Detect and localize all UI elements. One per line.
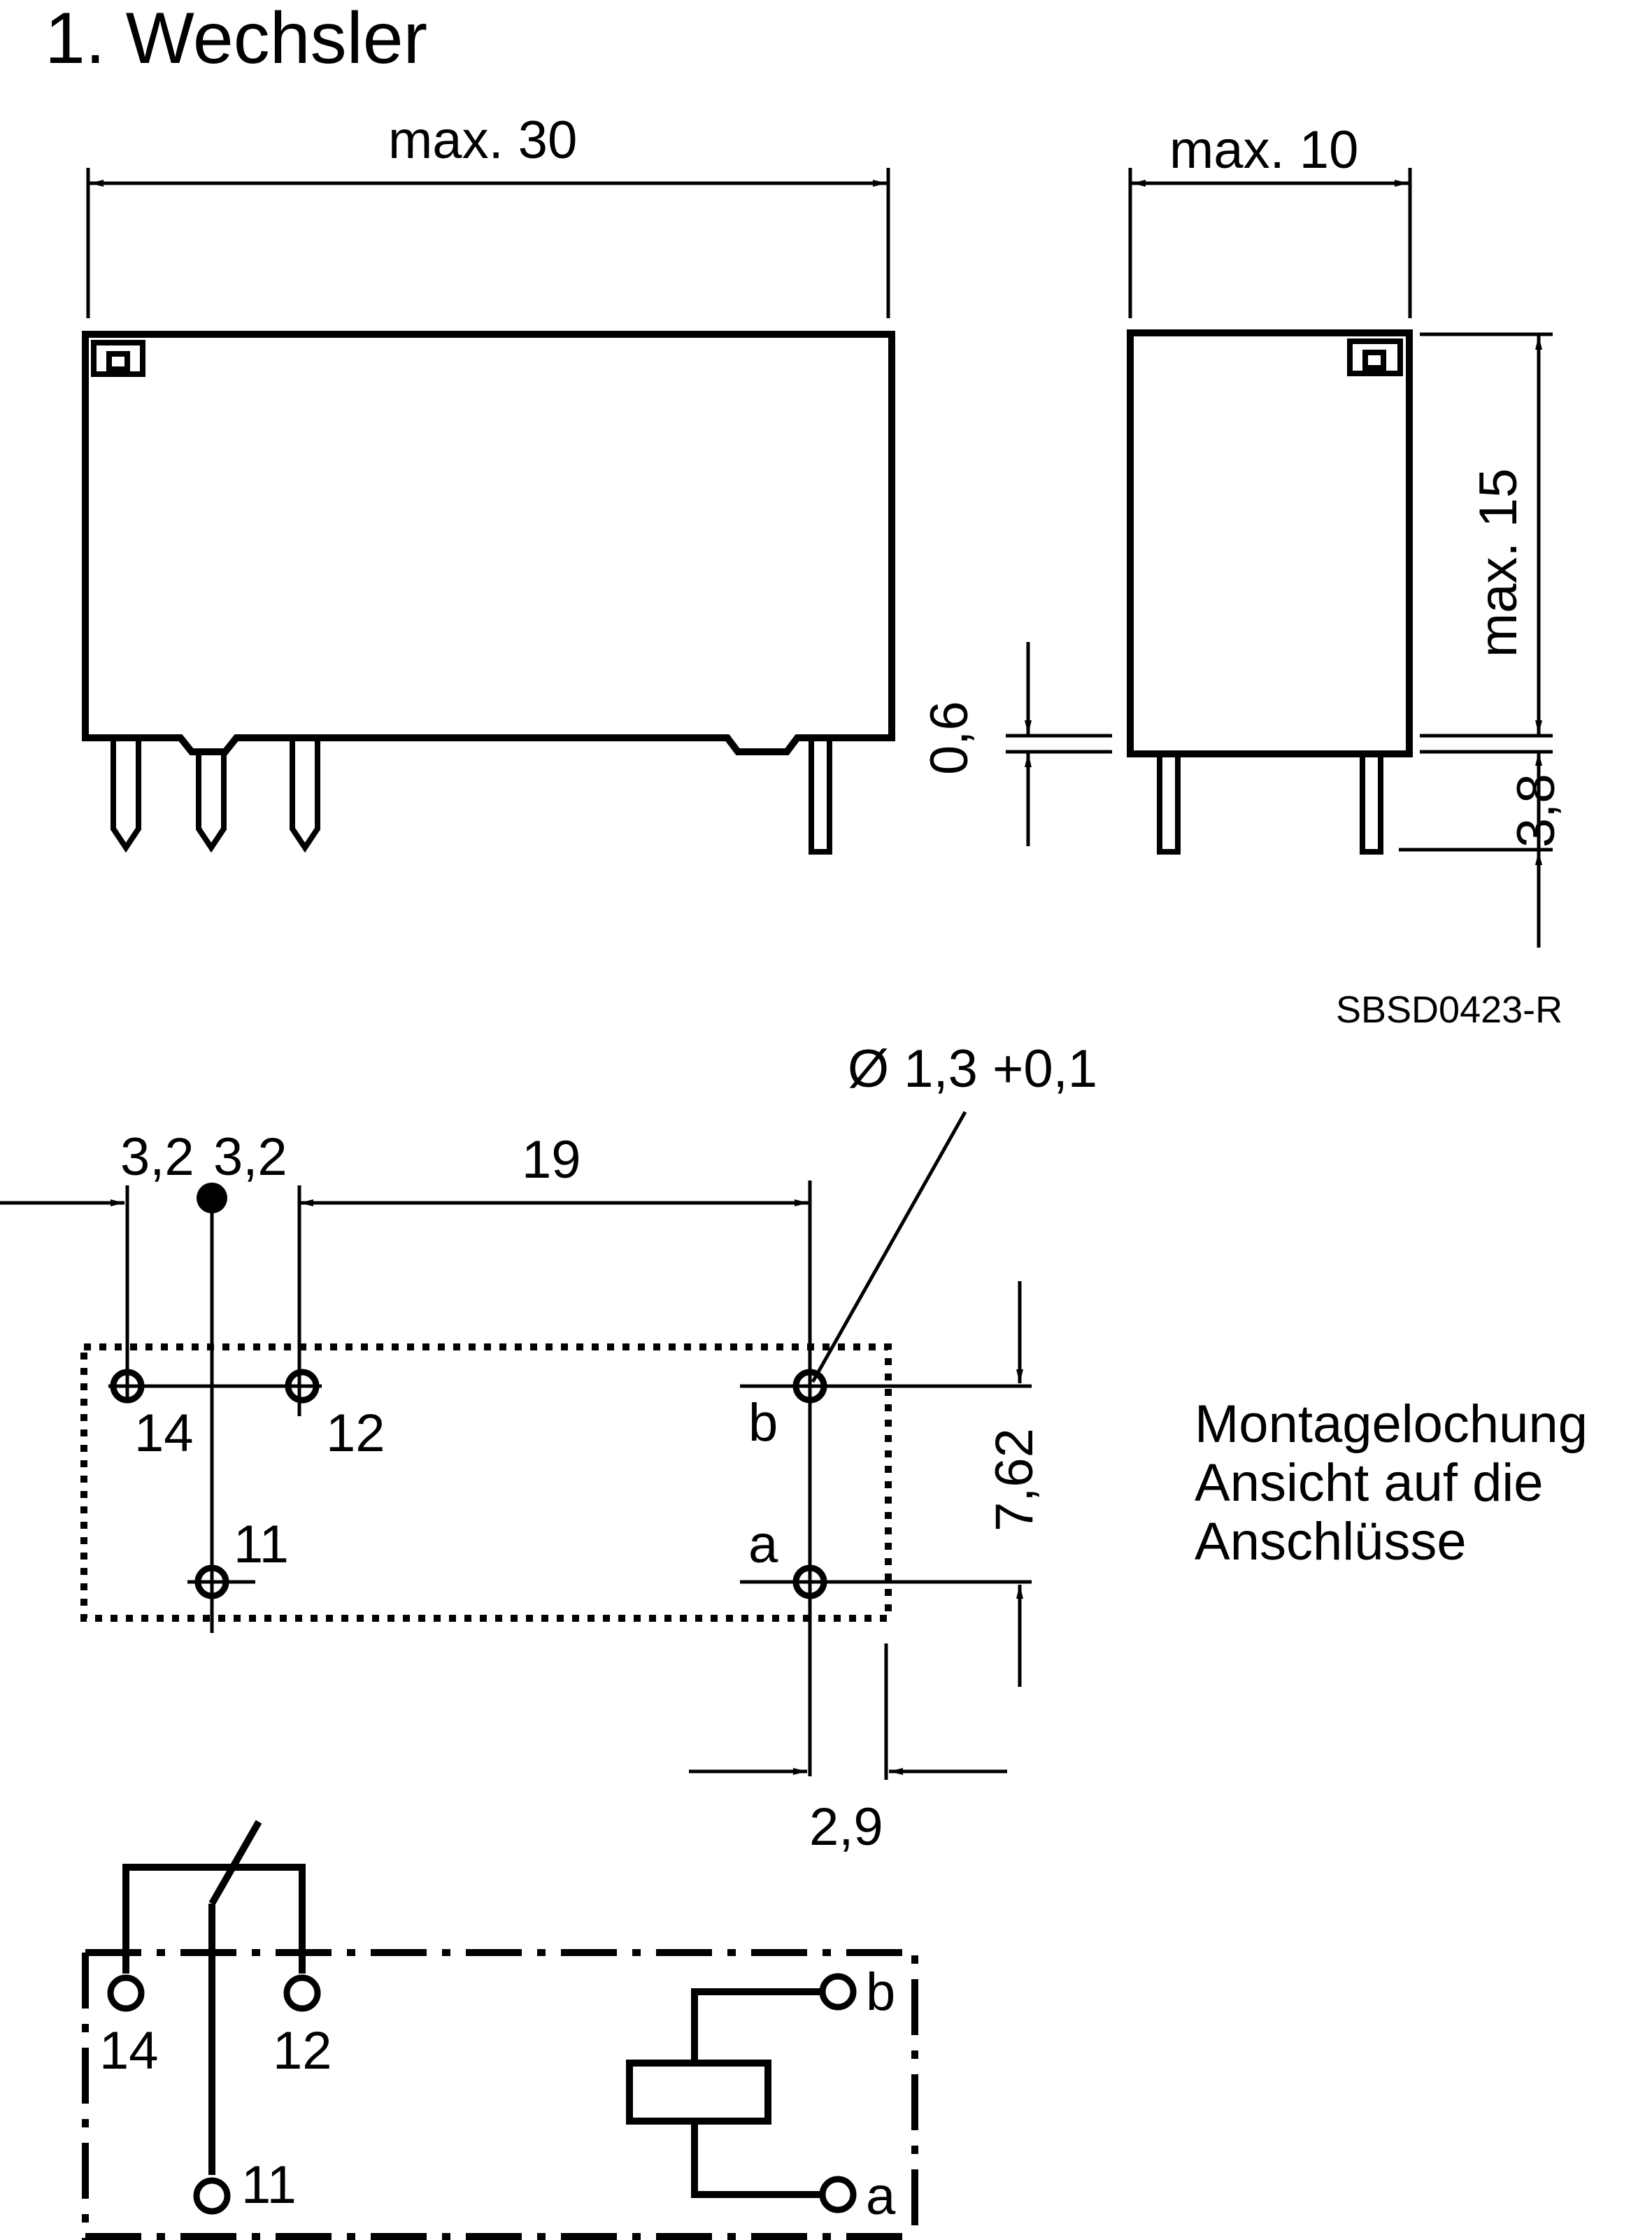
relay-body-side (1127, 329, 1413, 757)
dim-label-rowspacing: 7,62 (985, 1428, 1044, 1532)
pin-side-1 (1157, 754, 1181, 855)
coil-wire-top (691, 1988, 822, 2063)
note-line-2: Ansicht auf die (1195, 1453, 1544, 1513)
page-title: 1. Wechsler (45, 0, 427, 79)
schematic-label-12: 12 (273, 2021, 332, 2081)
hole-label-12: 12 (326, 1404, 385, 1463)
dim-label-length: max. 30 (388, 110, 577, 170)
schematic-pin-12 (283, 1974, 321, 2012)
dim-label-width: max. 10 (1169, 120, 1358, 180)
drawing-code: SBSD0423-R (1336, 989, 1562, 1031)
switch-blade (208, 1820, 262, 1906)
dim-label-standoff: 0,6 (920, 701, 979, 775)
hole-pin-14 (110, 1369, 145, 1404)
hole-pin-12 (285, 1369, 320, 1404)
schematic-label-a: a (866, 2167, 896, 2226)
note-line-3: Anschlüsse (1195, 1512, 1467, 1571)
orientation-mark-side (1347, 338, 1403, 376)
schematic-pin-a (819, 2176, 857, 2213)
mounting-note: Montagelochung Ansicht auf die Anschlüss… (1195, 1394, 1588, 1571)
relay-body-front (82, 331, 895, 755)
hole-label-14: 14 (134, 1404, 194, 1463)
common-pin-reference-dot (197, 1183, 227, 1213)
hole-label-b: b (748, 1393, 778, 1453)
footprint-outline (80, 1343, 892, 1622)
side-view: max. 10 max. 15 3,8 (1127, 120, 1566, 948)
dim-label-height: max. 15 (1469, 469, 1528, 657)
front-view: max. 30 0,6 (82, 110, 1112, 855)
dim-label-span: 19 (522, 1130, 581, 1190)
pin-side-2 (1360, 754, 1383, 855)
pin-front-2 (196, 752, 227, 853)
orientation-mark (91, 340, 145, 377)
hole-label-11: 11 (234, 1515, 289, 1574)
hole-spec-label: Ø 1,3 +0,1 (848, 1039, 1097, 1099)
schematic-outline (82, 1949, 918, 2240)
pin-front-4 (809, 738, 832, 855)
pin-front-1 (111, 738, 141, 853)
dim-label-pitch-a: 3,2 (120, 1127, 194, 1187)
coil-wire-bottom (691, 2121, 822, 2198)
schematic-pin-14 (107, 1974, 145, 2012)
hole-leader-line (811, 1111, 967, 1383)
orientation-mark-side-inner (1362, 350, 1386, 371)
hole-pattern: Ø 1,3 +0,1 3,2 3,2 19 14 12 b 11 (0, 1039, 1097, 1857)
pin-front-3 (290, 738, 320, 853)
dim-label-edge: 2,9 (809, 1797, 883, 1857)
schematic-pin-b (819, 1973, 857, 2011)
switch-bracket (122, 1864, 306, 1974)
orientation-mark-inner (106, 351, 130, 372)
note-line-1: Montagelochung (1195, 1394, 1588, 1454)
dim-label-pinlength: 3,8 (1507, 773, 1566, 848)
hole-pin-a (792, 1564, 827, 1599)
schematic-pin-11 (193, 2177, 231, 2215)
dim-label-pitch-b: 3,2 (213, 1127, 287, 1187)
schematic-label-11: 11 (241, 2155, 297, 2215)
hole-pin-b (792, 1369, 827, 1404)
coil-symbol (626, 2060, 771, 2125)
hole-label-a: a (748, 1515, 778, 1574)
schematic-label-b: b (866, 1962, 895, 2022)
hole-pin-11 (194, 1564, 229, 1599)
schematic: 14 12 11 b a (82, 1820, 918, 2240)
schematic-label-14: 14 (99, 2021, 159, 2081)
